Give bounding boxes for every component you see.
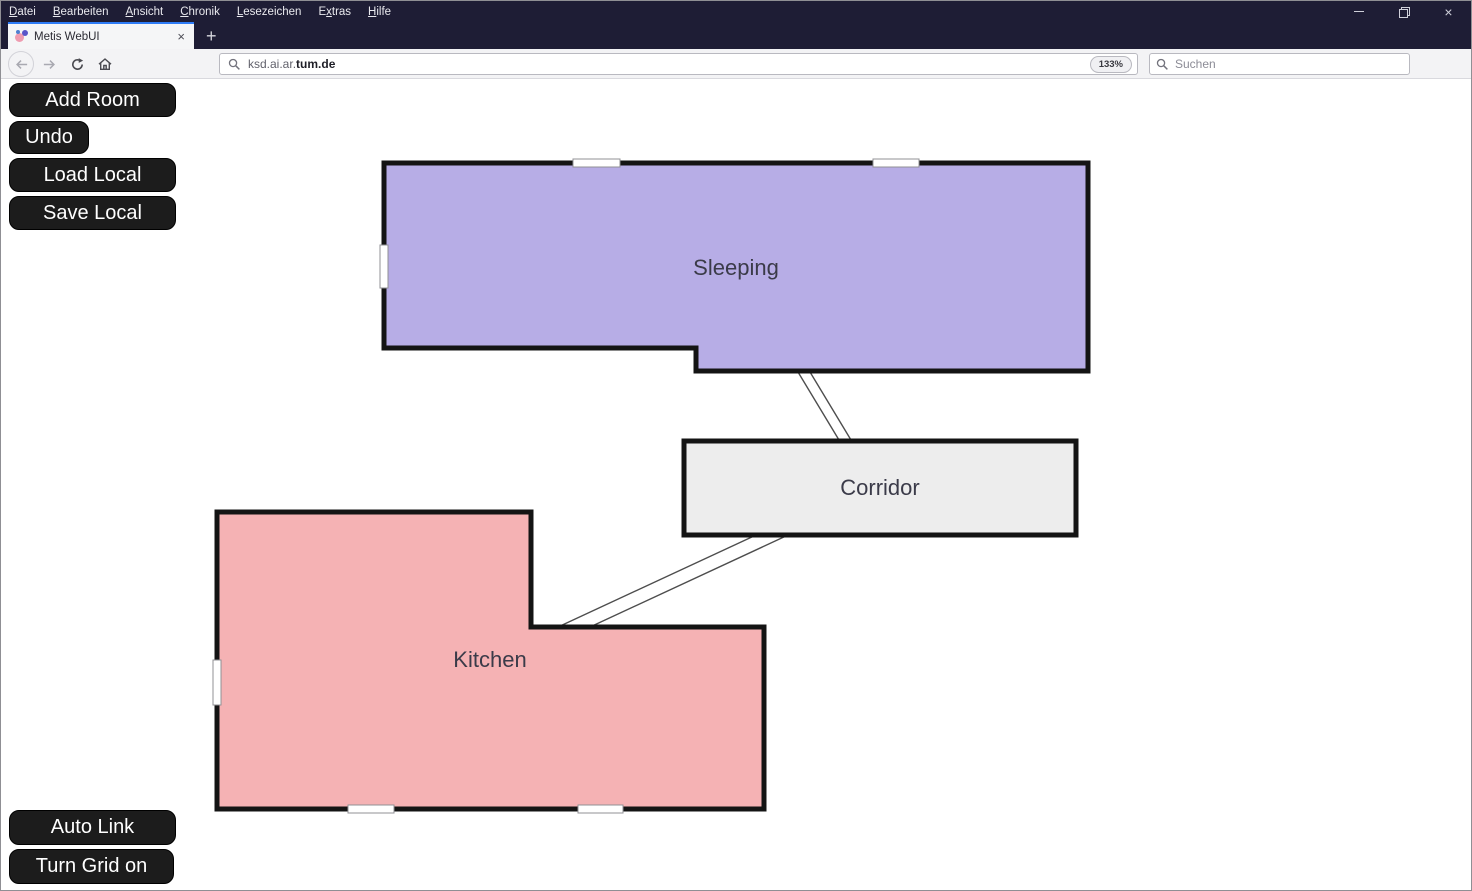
link-sleeping-corridor-line1	[797, 371, 840, 441]
menu-item-extras[interactable]: Extras	[318, 5, 352, 18]
room-label-sleeping: Sleeping	[693, 255, 779, 280]
undo-button[interactable]: Undo	[9, 121, 89, 154]
back-icon	[15, 59, 27, 69]
door-mark-sleeping-1[interactable]	[572, 158, 621, 168]
window-controls: ×	[1336, 1, 1471, 22]
restore-icon	[1399, 7, 1410, 18]
tab-close-icon[interactable]: ×	[177, 29, 185, 44]
search-icon	[1156, 58, 1168, 70]
menu-item-chronik[interactable]: Chronik	[180, 5, 220, 18]
link-corridor-kitchen-line2	[589, 535, 787, 628]
room-kitchen[interactable]	[214, 509, 767, 812]
new-tab-button[interactable]: +	[206, 26, 217, 46]
room-sleeping[interactable]	[381, 160, 1091, 374]
titlebar: Datei Bearbeiten Ansicht Chronik Lesezeichen…	[1, 1, 1471, 22]
restore-button[interactable]	[1381, 1, 1426, 22]
tab-favicon-icon	[15, 30, 28, 43]
link-sleeping-corridor-line2	[809, 371, 852, 441]
room-label-kitchen: Kitchen	[453, 647, 526, 672]
tab-title: Metis WebUI	[34, 30, 100, 43]
minimize-button[interactable]	[1336, 1, 1381, 22]
forward-icon	[43, 59, 55, 69]
close-button[interactable]: ×	[1426, 1, 1471, 22]
tabbar: Metis WebUI × +	[1, 22, 1471, 49]
menu-item-datei[interactable]: Datei	[9, 5, 36, 18]
room-corridor[interactable]	[681, 438, 1079, 538]
url-bar[interactable]: ksd.ai.ar.tum.de 133%	[219, 53, 1138, 75]
back-button[interactable]	[7, 50, 35, 78]
menubar: Datei Bearbeiten Ansicht Chronik Lesezeichen…	[1, 6, 391, 18]
room-label-corridor: Corridor	[840, 475, 919, 500]
door-mark-sleeping-2[interactable]	[872, 158, 920, 168]
navbar: ksd.ai.ar.tum.de 133%	[1, 49, 1471, 79]
tab-metis-webui[interactable]: Metis WebUI ×	[8, 22, 194, 49]
link-corridor-kitchen-line1	[557, 535, 755, 628]
search-bar	[1149, 53, 1410, 75]
save-local-button[interactable]: Save Local	[9, 196, 176, 230]
home-icon	[98, 58, 112, 70]
menu-item-hilfe[interactable]: Hilfe	[368, 5, 392, 18]
reload-button[interactable]	[63, 50, 91, 78]
add-room-button[interactable]: Add Room	[9, 83, 176, 117]
reload-icon	[71, 57, 83, 70]
auto-link-button[interactable]: Auto Link	[9, 810, 176, 845]
turn-grid-on-button[interactable]: Turn Grid on	[9, 849, 174, 884]
menu-item-lesezeichen[interactable]: Lesezeichen	[236, 5, 302, 18]
door-mark-kitchen-5[interactable]	[347, 804, 395, 814]
zoom-level-badge[interactable]: 133%	[1089, 55, 1132, 73]
menu-item-ansicht[interactable]: Ansicht	[125, 5, 164, 18]
door-mark-kitchen-6[interactable]	[577, 804, 624, 814]
home-button[interactable]	[91, 50, 119, 78]
minimize-icon	[1353, 11, 1364, 12]
close-icon: ×	[1444, 3, 1453, 20]
door-mark-sleeping-3[interactable]	[379, 244, 389, 289]
forward-button[interactable]	[35, 50, 63, 78]
menu-item-bearbeiten[interactable]: Bearbeiten	[52, 5, 109, 18]
url-text: ksd.ai.ar.tum.de	[248, 57, 336, 71]
search-icon	[228, 58, 240, 70]
back-ring	[8, 51, 34, 77]
search-input[interactable]	[1175, 57, 1403, 71]
door-mark-kitchen-4[interactable]	[212, 659, 222, 706]
load-local-button[interactable]: Load Local	[9, 158, 176, 192]
